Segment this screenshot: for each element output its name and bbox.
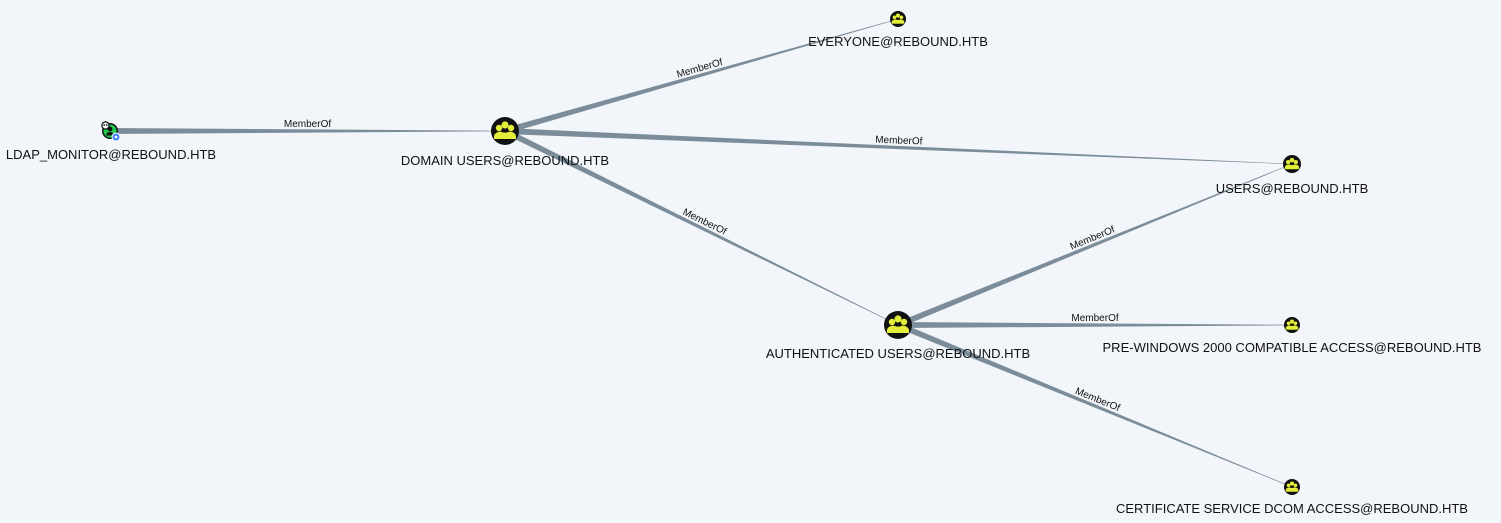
group-icon <box>890 11 906 27</box>
owned-marker-icon <box>101 121 110 130</box>
nodes-layer: LDAP_MONITOR@REBOUND.HTB DOMAIN USERS@REB… <box>6 11 1482 516</box>
node-label: LDAP_MONITOR@REBOUND.HTB <box>6 147 216 162</box>
group-icon <box>1283 155 1301 173</box>
edge-line[interactable] <box>896 163 1293 328</box>
group-icon <box>1284 479 1300 495</box>
node-users[interactable]: USERS@REBOUND.HTB <box>1216 155 1369 196</box>
edge-authenticated_users-to-pre_windows_2000[interactable]: MemberOf <box>898 313 1292 328</box>
group-icon <box>884 311 912 339</box>
node-pre-windows-2000[interactable]: PRE-WINDOWS 2000 COMPATIBLE ACCESS@REBOU… <box>1103 317 1482 355</box>
node-label: CERTIFICATE SERVICE DCOM ACCESS@REBOUND.… <box>1116 501 1468 516</box>
edge-line[interactable] <box>110 128 505 134</box>
edge-line[interactable] <box>504 128 1292 165</box>
edge-label: MemberOf <box>284 119 331 130</box>
node-ldap-monitor[interactable]: LDAP_MONITOR@REBOUND.HTB <box>6 121 216 162</box>
edge-line[interactable] <box>503 128 899 326</box>
group-icon <box>491 117 519 145</box>
edge-domain_users-to-users[interactable]: MemberOf <box>504 128 1292 165</box>
edge-label: MemberOf <box>875 135 923 148</box>
node-label: USERS@REBOUND.HTB <box>1216 181 1369 196</box>
badge-icon <box>111 132 121 142</box>
node-label: EVERYONE@REBOUND.HTB <box>808 34 988 49</box>
edge-line[interactable] <box>504 18 899 134</box>
edge-line[interactable] <box>896 322 1293 488</box>
node-label: DOMAIN USERS@REBOUND.HTB <box>401 153 609 168</box>
node-cert-dcom[interactable]: CERTIFICATE SERVICE DCOM ACCESS@REBOUND.… <box>1116 479 1468 516</box>
user-icon <box>101 121 121 142</box>
edge-ldap_monitor-to-domain_users[interactable]: MemberOf <box>110 119 505 134</box>
node-domain-users[interactable]: DOMAIN USERS@REBOUND.HTB <box>401 117 609 168</box>
edge-label: MemberOf <box>1071 313 1118 324</box>
group-icon <box>1284 317 1300 333</box>
node-label: PRE-WINDOWS 2000 COMPATIBLE ACCESS@REBOU… <box>1103 340 1482 355</box>
node-authenticated-users[interactable]: AUTHENTICATED USERS@REBOUND.HTB <box>766 311 1030 361</box>
node-label: AUTHENTICATED USERS@REBOUND.HTB <box>766 346 1030 361</box>
node-everyone[interactable]: EVERYONE@REBOUND.HTB <box>808 11 988 49</box>
edge-line[interactable] <box>898 322 1292 328</box>
edges-layer: MemberOfMemberOfMemberOfMemberOfMemberOf… <box>110 18 1293 488</box>
